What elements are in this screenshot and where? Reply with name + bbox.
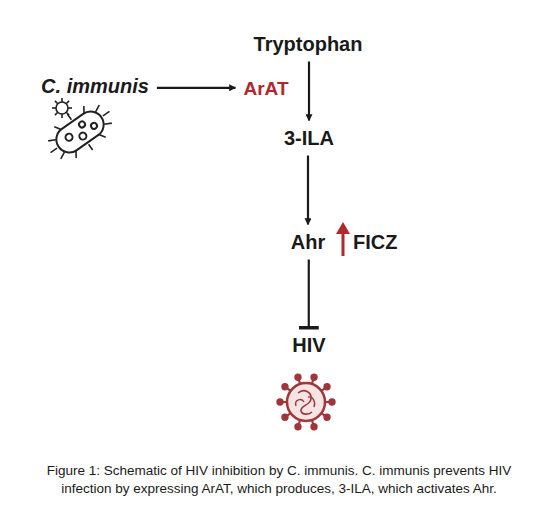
metabolite-label: 3-ILA xyxy=(280,125,338,152)
inhibition-line xyxy=(308,260,310,328)
node-text: C. immunis xyxy=(41,75,149,98)
enzyme-label: ArAT xyxy=(239,76,292,102)
figure-caption: Figure 1: Schematic of HIV inhibition by… xyxy=(24,462,534,497)
molecule-label: FICZ xyxy=(353,231,397,254)
receptor-label: Ahr xyxy=(287,229,329,256)
organism-label: C. immunis xyxy=(37,73,153,100)
node-text: ArAT xyxy=(243,78,288,100)
metabolite-label: Tryptophan xyxy=(250,31,367,58)
bacterium-icon xyxy=(38,93,122,170)
increase-arrow xyxy=(336,222,350,256)
arrow xyxy=(308,62,310,121)
arrow xyxy=(157,87,236,89)
node-text: HIV xyxy=(292,334,325,357)
node-text: 3-ILA xyxy=(284,127,334,150)
arrow xyxy=(307,156,309,225)
small-virus-icon xyxy=(52,98,72,118)
virus-icon xyxy=(277,375,334,430)
node-text: Ahr xyxy=(291,231,325,254)
node-text: Tryptophan xyxy=(254,33,363,56)
virus-label: HIV xyxy=(288,332,329,359)
